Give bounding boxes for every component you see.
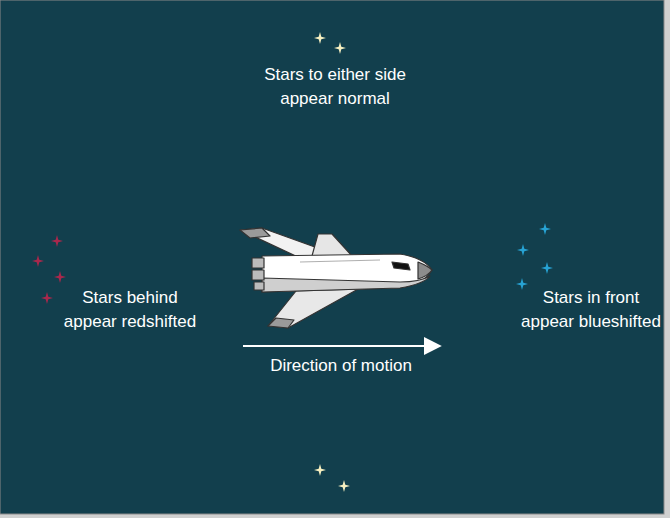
star — [338, 480, 350, 492]
star — [54, 271, 66, 283]
motion-arrow — [243, 345, 440, 347]
shuttle-shading — [262, 276, 430, 292]
annotation-label: Stars to either side appear normal — [260, 63, 410, 111]
annotation-label: Stars behind appear redshifted — [60, 286, 200, 334]
shuttle-nose — [418, 262, 432, 279]
star — [314, 32, 326, 44]
blueshifted-stars — [516, 223, 553, 290]
shuttle-wing-tip — [240, 228, 270, 238]
star — [517, 244, 529, 256]
annotation-label: Direction of motion — [241, 354, 441, 378]
shuttle-fuselage — [262, 254, 432, 292]
star — [41, 292, 53, 304]
star — [334, 42, 346, 54]
star — [51, 235, 63, 247]
annotation-label: Stars in front appear blueshifted — [521, 286, 661, 334]
shuttle-tail-fin — [312, 234, 352, 256]
shuttle-lower-wing — [268, 286, 360, 328]
star — [539, 223, 551, 235]
space-shuttle — [240, 228, 432, 328]
redshifted-stars — [32, 235, 66, 304]
star — [32, 255, 44, 267]
shuttle-window — [392, 262, 410, 270]
shuttle-engine — [252, 270, 264, 280]
shuttle-engine — [252, 258, 264, 268]
star — [314, 464, 326, 476]
star — [541, 262, 553, 274]
shuttle-wing-tip — [268, 318, 294, 328]
shuttle-engine — [254, 282, 264, 290]
star — [516, 278, 528, 290]
shuttle-bay-line — [300, 260, 380, 262]
